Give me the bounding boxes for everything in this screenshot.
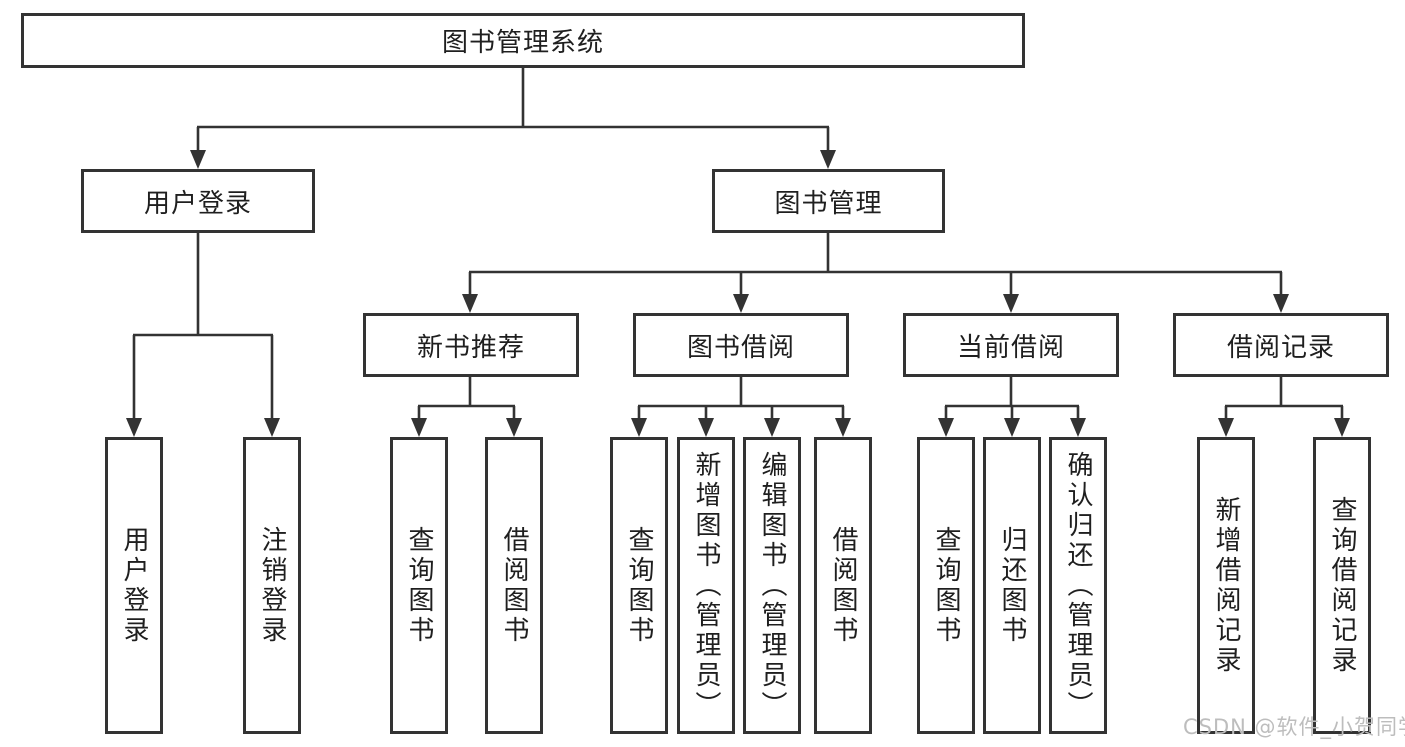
leaf-borrow-books: 借阅图书 — [814, 437, 872, 734]
node-book-management: 图书管理 — [712, 169, 945, 233]
node-current-borrow-label: 当前借阅 — [956, 332, 1065, 363]
leaf-query-borrow-record-label: 查询借阅记录 — [1327, 495, 1357, 676]
node-current-borrow: 当前借阅 — [903, 313, 1119, 377]
leaf-query-books-current: 查询图书 — [917, 437, 975, 734]
leaf-logout: 注销登录 — [243, 437, 301, 734]
node-book-borrow-label: 图书借阅 — [686, 332, 795, 363]
node-root-label: 图书管理系统 — [441, 28, 604, 58]
node-borrow-record: 借阅记录 — [1173, 313, 1389, 377]
leaf-user-login: 用户登录 — [105, 437, 163, 734]
leaf-query-books-recommend-label: 查询图书 — [404, 525, 434, 646]
leaf-edit-books-admin-label: 编辑图书（管理员） — [757, 450, 787, 721]
leaf-borrow-books-label: 借阅图书 — [828, 525, 858, 646]
node-book-borrow: 图书借阅 — [633, 313, 849, 377]
leaf-logout-label: 注销登录 — [257, 525, 287, 646]
leaf-borrow-books-recommend-label: 借阅图书 — [499, 525, 529, 646]
leaf-add-books-admin: 新增图书（管理员） — [677, 437, 735, 734]
node-root: 图书管理系统 — [21, 13, 1025, 68]
leaf-return-books: 归还图书 — [983, 437, 1041, 734]
leaf-query-books-borrow-label: 查询图书 — [624, 525, 654, 646]
leaf-query-books-borrow: 查询图书 — [610, 437, 668, 734]
leaf-edit-books-admin: 编辑图书（管理员） — [743, 437, 801, 734]
node-new-book-recommend: 新书推荐 — [363, 313, 579, 377]
leaf-user-login-label: 用户登录 — [119, 525, 149, 646]
leaf-confirm-return-admin-label: 确认归还（管理员） — [1063, 450, 1093, 721]
leaf-confirm-return-admin: 确认归还（管理员） — [1049, 437, 1107, 734]
leaf-return-books-label: 归还图书 — [997, 525, 1027, 646]
connector-paths — [132, 68, 1344, 420]
leaf-add-borrow-record-label: 新增借阅记录 — [1211, 495, 1241, 676]
node-book-management-label: 图书管理 — [774, 188, 883, 219]
arrowheads — [126, 150, 1350, 437]
leaf-query-books-current-label: 查询图书 — [931, 525, 961, 646]
node-new-book-recommend-label: 新书推荐 — [416, 332, 525, 363]
node-user-login: 用户登录 — [81, 169, 315, 233]
leaf-query-borrow-record: 查询借阅记录 — [1313, 437, 1371, 734]
leaf-add-books-admin-label: 新增图书（管理员） — [691, 450, 721, 721]
leaf-borrow-books-recommend: 借阅图书 — [485, 437, 543, 734]
leaf-add-borrow-record: 新增借阅记录 — [1197, 437, 1255, 734]
leaf-query-books-recommend: 查询图书 — [390, 437, 448, 734]
csdn-watermark: CSDN @软件_小贺同学 — [1183, 715, 1405, 739]
node-user-login-label: 用户登录 — [143, 188, 252, 219]
node-borrow-record-label: 借阅记录 — [1226, 332, 1335, 363]
